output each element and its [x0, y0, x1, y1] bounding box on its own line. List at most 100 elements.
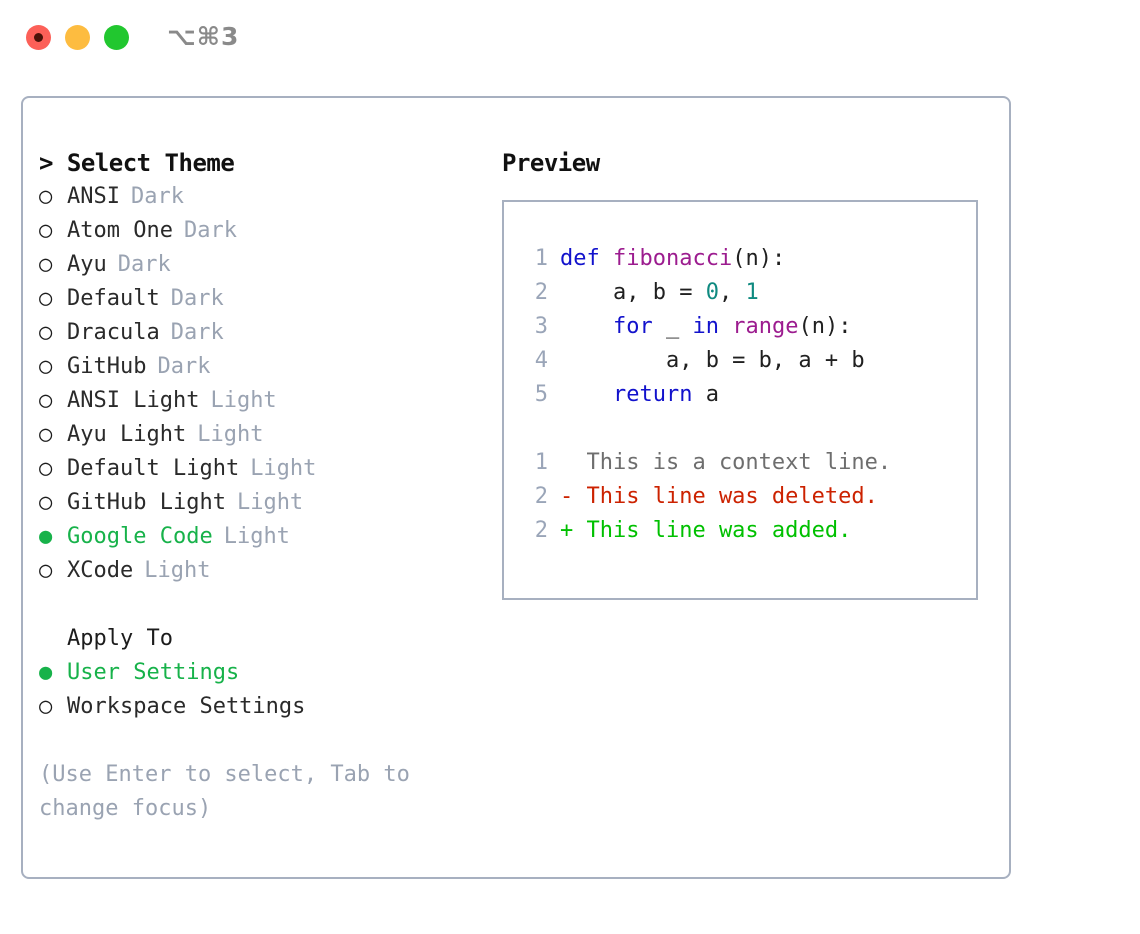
diff-line: 2+ This line was added. — [518, 514, 970, 548]
preview-heading: Preview — [502, 149, 600, 177]
code-sample: 1 def fibonacci(n): 2 a, b = 0, 1 3 for _ i… — [518, 242, 970, 412]
line-number: 2 — [534, 518, 548, 543]
code-token: in — [692, 314, 719, 339]
theme-option-name: Default Light — [67, 456, 240, 481]
theme-option-atom-one[interactable]: ○ Atom One Dark — [39, 214, 489, 248]
minimize-button[interactable] — [65, 25, 90, 50]
apply-to-option-label: Workspace Settings — [67, 694, 306, 719]
theme-option-variant: Light — [144, 558, 211, 583]
theme-option-github-light[interactable]: ○ GitHub Light Light — [39, 486, 489, 520]
code-line-text: for _ in range(n): — [560, 310, 851, 344]
theme-option-xcode[interactable]: ○ XCode Light — [39, 554, 489, 588]
line-number: 2 — [534, 280, 548, 305]
radio-unselected-icon: ○ — [39, 286, 53, 311]
radio-unselected-icon: ○ — [39, 490, 53, 515]
code-token: 1 — [745, 280, 759, 305]
code-token: range — [732, 314, 799, 339]
code-token: def — [560, 246, 613, 271]
theme-option-name: GitHub — [67, 354, 147, 379]
theme-option-variant: Light — [250, 456, 317, 481]
theme-option-variant: Dark — [183, 218, 237, 243]
theme-option-variant: Light — [223, 524, 290, 549]
theme-option-name: Ayu — [67, 252, 107, 277]
line-number: 2 — [534, 484, 548, 509]
radio-unselected-icon: ○ — [39, 218, 53, 243]
theme-option-default-light[interactable]: ○ Default Light Light — [39, 452, 489, 486]
code-diff-separator — [518, 412, 970, 446]
code-line: 1 def fibonacci(n): — [518, 242, 970, 276]
code-line-text: def fibonacci(n): — [560, 242, 785, 276]
theme-option-name: ANSI Light — [67, 388, 200, 413]
apply-to-options[interactable]: ● User Settings ○ Workspace Settings — [39, 656, 489, 724]
keyboard-shortcut-label: ⌥⌘3 — [167, 22, 240, 51]
code-line-text: a, b = b, a + b — [560, 344, 865, 378]
line-number: 1 — [534, 246, 548, 271]
code-token — [560, 382, 613, 407]
theme-option-ansi[interactable]: ○ ANSI Dark — [39, 180, 489, 214]
theme-option-variant: Dark — [130, 184, 184, 209]
apply-to-option-label: User Settings — [67, 660, 240, 685]
preview-box: 1 def fibonacci(n): 2 a, b = 0, 1 3 for _ i… — [502, 200, 978, 600]
theme-option-name: Google Code — [67, 524, 213, 549]
preview-pane: Preview 1 def fibonacci(n): 2 a, b = 0, 1 3… — [502, 146, 992, 600]
apply-to-heading-marker — [39, 622, 67, 656]
theme-option-google-code[interactable]: ● Google Code Light — [39, 520, 489, 554]
code-line: 5 return a — [518, 378, 970, 412]
code-token: a, b = — [560, 280, 706, 305]
theme-option-ayu[interactable]: ○ Ayu Dark — [39, 248, 489, 282]
code-token: fibonacci — [612, 246, 733, 271]
radio-unselected-icon: ○ — [39, 184, 53, 209]
code-preview: 1 def fibonacci(n): 2 a, b = 0, 1 3 for _ i… — [518, 242, 970, 548]
diff-line: 2- This line was deleted. — [518, 480, 970, 514]
theme-option-variant: Dark — [157, 354, 211, 379]
theme-option-name: ANSI — [67, 184, 120, 209]
line-number: 4 — [534, 348, 548, 373]
code-token: _ — [652, 314, 693, 339]
window-controls — [26, 25, 129, 50]
maximize-button[interactable] — [104, 25, 129, 50]
theme-option-name: Atom One — [67, 218, 173, 243]
code-token: , — [718, 280, 746, 305]
theme-option-variant: Dark — [170, 320, 224, 345]
apply-to-heading: Apply To — [39, 622, 489, 656]
close-button[interactable] — [26, 25, 51, 50]
theme-option-variant: Dark — [170, 286, 224, 311]
radio-selected-icon: ● — [39, 524, 53, 549]
code-token: 0 — [705, 280, 719, 305]
radio-unselected-icon: ○ — [39, 558, 53, 583]
code-line: 4 a, b = b, a + b — [518, 344, 970, 378]
code-token: (n): — [732, 246, 786, 271]
theme-option-variant: Dark — [117, 252, 171, 277]
diff-line-text: This is a context line. — [560, 450, 892, 475]
code-token: a, b = b, a + b — [560, 348, 865, 373]
radio-selected-icon: ● — [39, 660, 53, 685]
code-token: a — [692, 382, 719, 407]
theme-option-variant: Light — [236, 490, 304, 515]
diff-line: 1 This is a context line. — [518, 446, 970, 480]
theme-option-name: XCode — [67, 558, 134, 583]
code-token — [719, 314, 732, 339]
radio-unselected-icon: ○ — [39, 694, 53, 719]
theme-option-variant: Light — [197, 422, 264, 447]
radio-unselected-icon: ○ — [39, 252, 53, 277]
apply-to-option-workspace-settings[interactable]: ○ Workspace Settings — [39, 690, 489, 724]
apply-to-heading-label: Apply To — [67, 626, 173, 651]
code-token: return — [612, 382, 693, 407]
theme-option-variant: Light — [210, 388, 277, 413]
theme-option-name: GitHub Light — [67, 490, 226, 515]
apply-to-option-user-settings[interactable]: ● User Settings — [39, 656, 489, 690]
code-token — [560, 314, 613, 339]
diff-sample: 1 This is a context line.2- This line wa… — [518, 446, 970, 548]
list-spacer — [39, 588, 489, 622]
keyboard-hint: (Use Enter to select, Tab to change focu… — [39, 762, 424, 821]
radio-unselected-icon: ○ — [39, 456, 53, 481]
line-number: 3 — [534, 314, 548, 339]
